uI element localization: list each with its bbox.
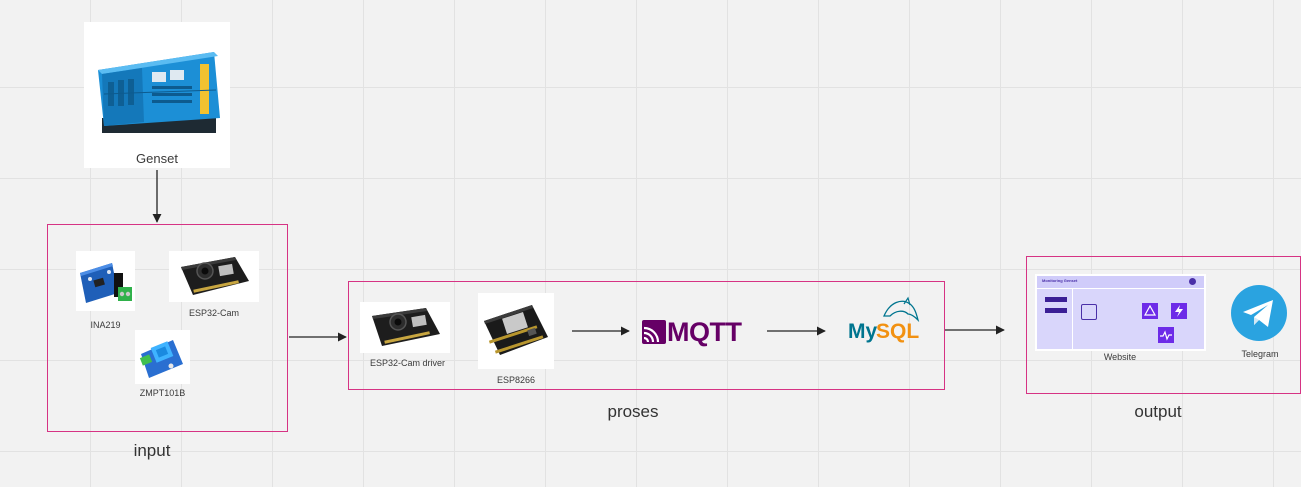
website-node[interactable]: Monitoring Genset [1035, 274, 1206, 351]
website-camera-tile-icon [1081, 304, 1097, 320]
esp32cam-driver-board-icon [372, 308, 440, 346]
esp32cam-driver-node[interactable] [360, 302, 450, 353]
zmpt101b-node[interactable] [135, 330, 190, 384]
mysql-wordmark-sql: SQL [876, 320, 920, 343]
website-header-bar: Monitoring Genset [1037, 276, 1204, 289]
website-alert-tile-icon [1142, 303, 1158, 319]
website-sidebar [1037, 289, 1073, 349]
telegram-icon[interactable] [1230, 284, 1288, 342]
proses-group-frame [348, 281, 945, 390]
zmpt101b-label: ZMPT101B [139, 388, 186, 398]
input-group-frame [47, 224, 288, 432]
mysql-wordmark-my: My [848, 320, 878, 343]
mqtt-logo: MQTT [642, 317, 752, 347]
website-voltage-tile-icon [1158, 327, 1174, 343]
esp32cam-label: ESP32-Cam [188, 308, 240, 318]
genset-label: Genset [136, 151, 178, 166]
mysql-logo: My SQL [846, 296, 926, 348]
telegram-label: Telegram [1241, 349, 1279, 359]
esp8266-node[interactable] [478, 293, 554, 369]
genset-generator-icon [98, 52, 220, 133]
esp8266-label: ESP8266 [496, 375, 536, 385]
website-main-panel [1075, 289, 1204, 349]
ina219-label: INA219 [90, 320, 121, 330]
website-avatar-icon [1189, 278, 1196, 285]
mqtt-signal-icon [642, 320, 666, 344]
website-sidebar-item-1 [1045, 297, 1067, 302]
esp32cam-node[interactable] [169, 251, 259, 302]
input-group-label: input [133, 441, 171, 460]
proses-group-label: proses [607, 402, 659, 421]
output-group-label: output [1134, 402, 1182, 421]
esp32cam-driver-label: ESP32-Cam driver [369, 358, 446, 368]
esp8266-board-icon [484, 305, 548, 355]
website-sidebar-item-2 [1045, 308, 1067, 313]
mysql-dolphin-icon [883, 296, 920, 323]
website-header-title: Monitoring Genset [1042, 278, 1078, 283]
ina219-node[interactable] [76, 251, 135, 311]
website-power-tile-icon [1171, 303, 1187, 319]
genset-node[interactable]: Genset [84, 22, 230, 168]
zmpt101b-sensor-icon [139, 340, 183, 378]
esp32cam-board-icon [181, 257, 249, 295]
website-label: Website [1103, 352, 1137, 362]
mqtt-wordmark: MQTT [667, 317, 742, 347]
ina219-sensor-icon [80, 263, 132, 303]
website-preview: Monitoring Genset [1037, 276, 1204, 349]
